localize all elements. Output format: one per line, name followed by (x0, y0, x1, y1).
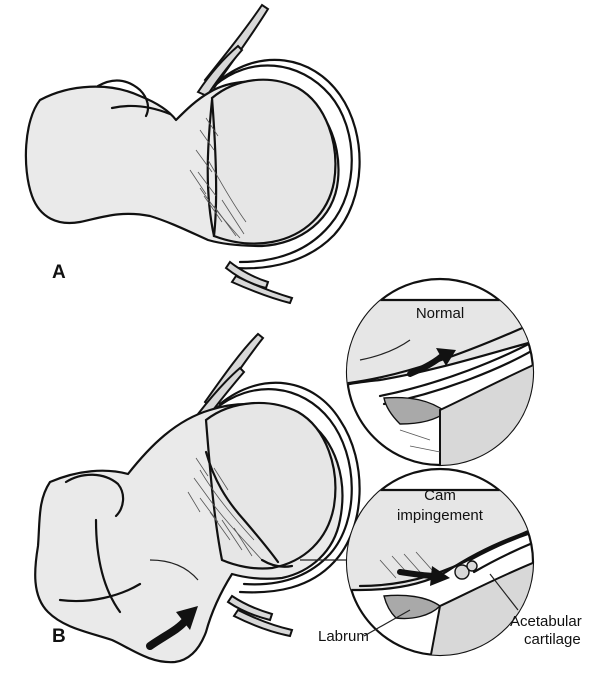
panel-a-label: A (52, 262, 66, 283)
inset-cam-title-line1: Cam (424, 487, 456, 504)
inset-normal-title: Normal (416, 305, 464, 322)
panel-a-femur-illustration (24, 3, 361, 305)
inset-normal: Normal (345, 277, 535, 467)
labrum-label: Labrum (318, 628, 369, 645)
panel-b-label: B (52, 626, 66, 647)
inset-cam-impingement: Cam impingement (345, 467, 535, 657)
labrum-callout: Labrum (318, 609, 411, 645)
acetabular-cartilage-label-line2: cartilage (524, 631, 581, 648)
acetabular-cartilage-callout: Acetabular cartilage (489, 573, 582, 648)
inset-cam-title-line2: impingement (397, 507, 484, 524)
acetabular-cartilage-label-line1: Acetabular (510, 613, 582, 630)
panel-b-femur-illustration (34, 332, 361, 664)
